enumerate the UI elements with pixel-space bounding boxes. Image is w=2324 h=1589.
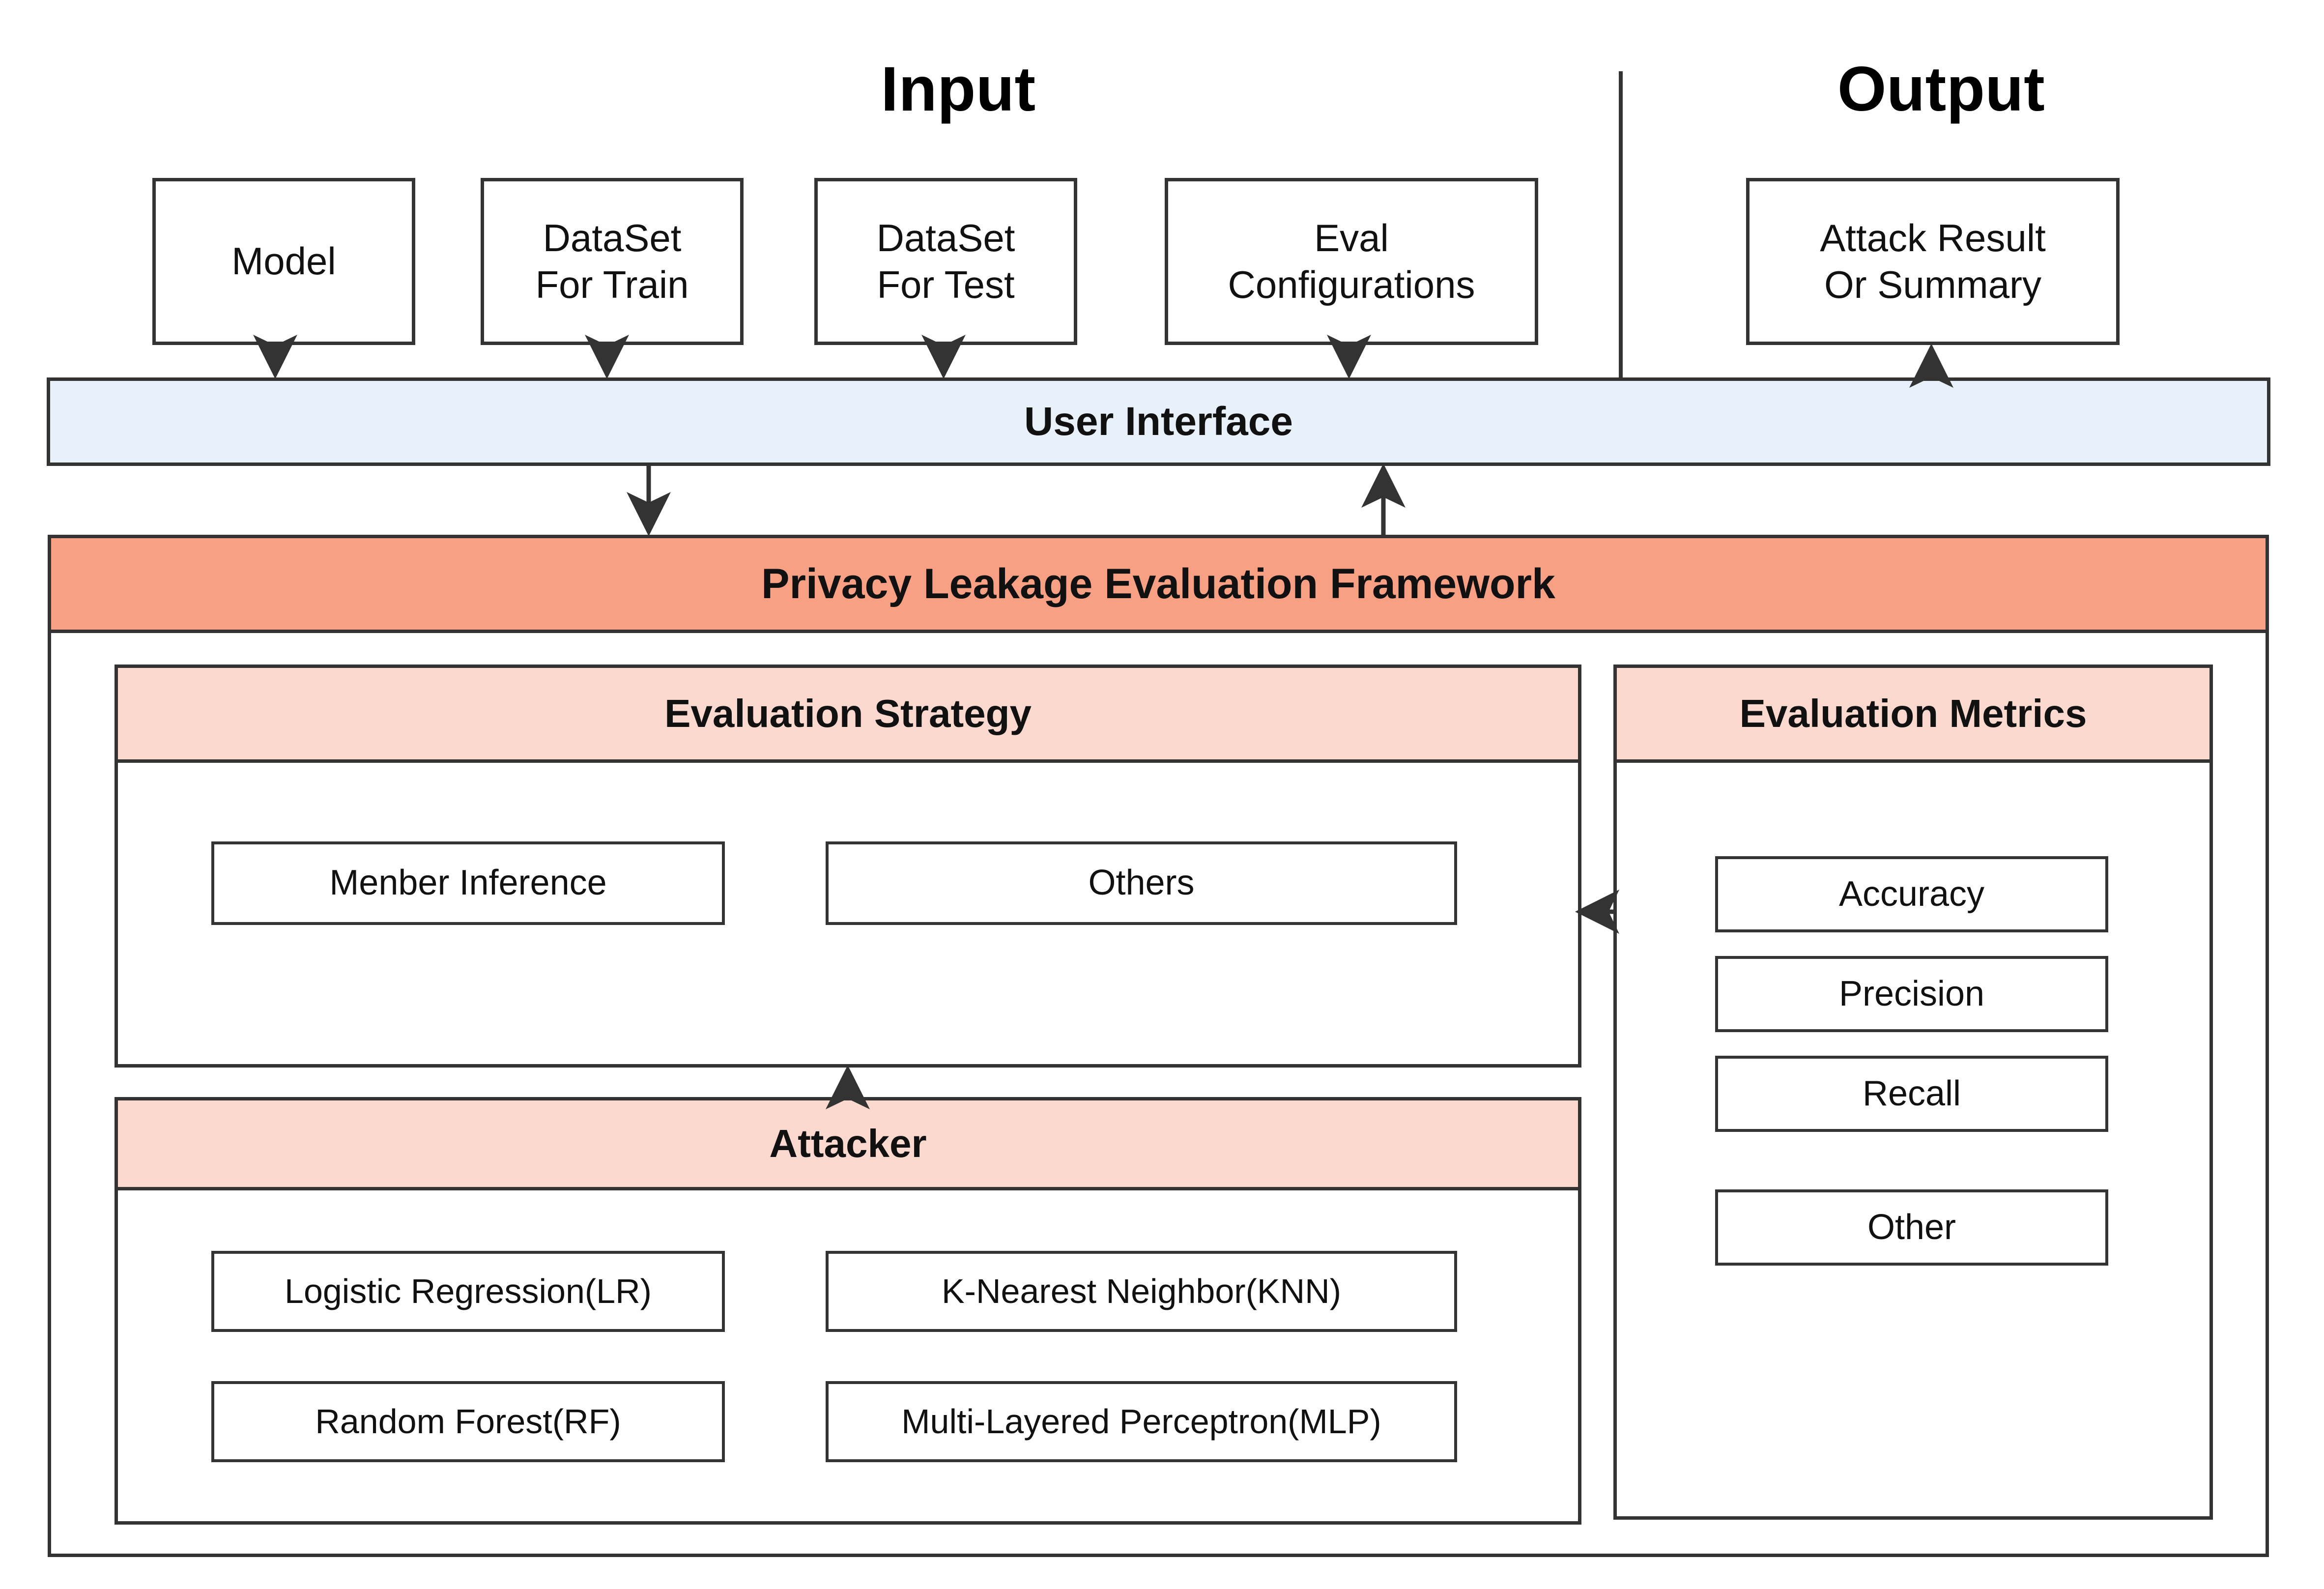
metric-item-accuracy[interactable]: Accuracy — [1715, 856, 2108, 932]
strategy-item-member-inference-label: Menber Inference — [329, 863, 607, 903]
attacker-item-lr[interactable]: Logistic Regression(LR) — [211, 1251, 725, 1332]
input-box-dataset-train-label: DataSet For Train — [535, 216, 689, 306]
metric-item-precision-label: Precision — [1838, 974, 1985, 1013]
metric-item-precision[interactable]: Precision — [1715, 956, 2108, 1032]
evaluation-metrics-title: Evaluation Metrics — [1739, 692, 2087, 736]
input-box-eval-configurations[interactable]: Eval Configurations — [1165, 178, 1538, 345]
attacker-item-rf-label: Random Forest(RF) — [315, 1402, 621, 1441]
attacker-item-mlp[interactable]: Multi-Layered Perceptron(MLP) — [826, 1381, 1457, 1462]
attacker-item-knn[interactable]: K-Nearest Neighbor(KNN) — [826, 1251, 1457, 1332]
attacker-item-knn-label: K-Nearest Neighbor(KNN) — [941, 1271, 1342, 1310]
input-box-dataset-test-label: DataSet For Test — [876, 216, 1015, 306]
input-box-model[interactable]: Model — [152, 178, 415, 345]
evaluation-metrics-header: Evaluation Metrics — [1613, 664, 2213, 763]
metric-item-other[interactable]: Other — [1715, 1189, 2108, 1266]
metric-item-recall-label: Recall — [1862, 1073, 1961, 1113]
attacker-header: Attacker — [115, 1097, 1581, 1190]
input-box-model-label: Model — [231, 239, 336, 283]
metric-item-other-label: Other — [1867, 1207, 1956, 1247]
input-output-divider — [1619, 71, 1623, 378]
evaluation-strategy-title: Evaluation Strategy — [664, 692, 1032, 736]
evaluation-strategy-header: Evaluation Strategy — [115, 664, 1581, 763]
attacker-item-lr-label: Logistic Regression(LR) — [285, 1271, 652, 1310]
input-section-caption: Input — [881, 54, 1036, 124]
output-section-caption: Output — [1837, 54, 2045, 124]
input-box-dataset-train[interactable]: DataSet For Train — [481, 178, 744, 345]
metric-item-accuracy-label: Accuracy — [1838, 874, 1985, 914]
input-box-eval-configurations-label: Eval Configurations — [1228, 216, 1475, 306]
framework-title-bar: Privacy Leakage Evaluation Framework — [48, 535, 2269, 633]
attacker-item-rf[interactable]: Random Forest(RF) — [211, 1381, 725, 1462]
framework-title: Privacy Leakage Evaluation Framework — [761, 560, 1555, 607]
attacker-item-mlp-label: Multi-Layered Perceptron(MLP) — [901, 1402, 1381, 1441]
metric-item-recall[interactable]: Recall — [1715, 1056, 2108, 1132]
output-box-attack-result[interactable]: Attack Result Or Summary — [1746, 178, 2120, 345]
user-interface-bar[interactable]: User Interface — [47, 377, 2270, 466]
user-interface-label: User Interface — [1024, 399, 1293, 444]
strategy-item-others[interactable]: Others — [826, 841, 1457, 925]
strategy-item-others-label: Others — [1088, 863, 1195, 903]
attacker-title: Attacker — [769, 1122, 927, 1166]
input-box-dataset-test[interactable]: DataSet For Test — [814, 178, 1077, 345]
output-box-attack-result-label: Attack Result Or Summary — [1820, 216, 2046, 306]
strategy-item-member-inference[interactable]: Menber Inference — [211, 841, 725, 925]
